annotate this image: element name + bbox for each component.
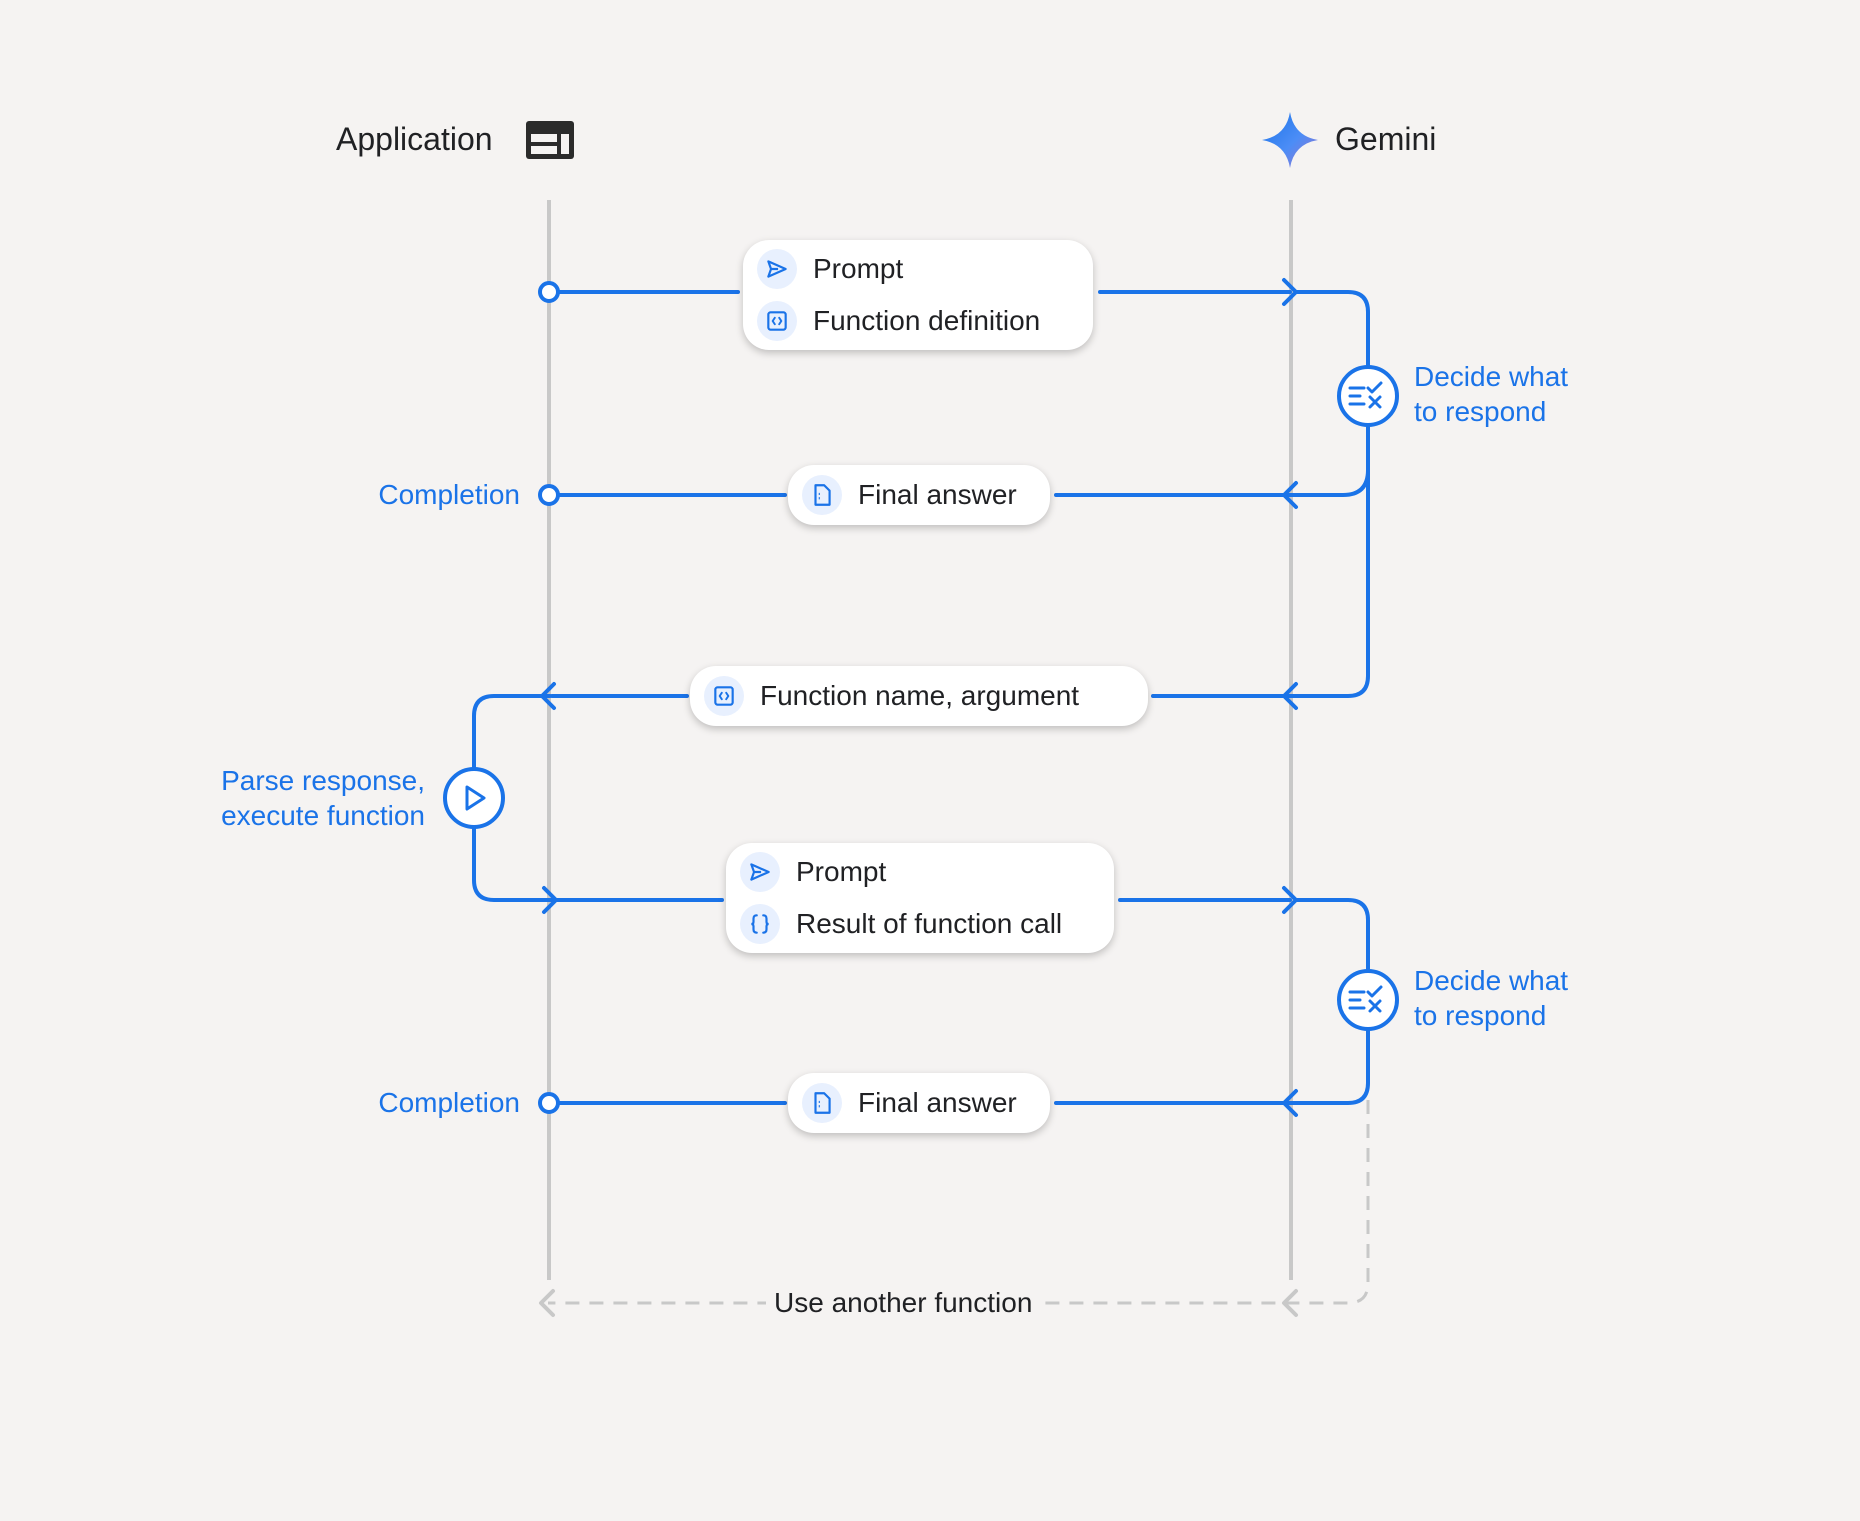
answer2-label: Final answer xyxy=(858,1087,1017,1118)
completion1-label: Completion xyxy=(378,479,520,510)
send-icon xyxy=(757,249,797,289)
answer1-message-box: Final answer xyxy=(788,465,1050,525)
answer2-message-box: Final answer xyxy=(788,1073,1050,1133)
function-call-message-box: Function name, argument xyxy=(690,666,1148,726)
application-title: Application xyxy=(336,121,493,157)
completion1-dot xyxy=(538,484,560,506)
use-another-function-label: Use another function xyxy=(766,1283,1041,1323)
completion2-dot xyxy=(538,1092,560,1114)
decide1-label: Decide what to respond xyxy=(1414,361,1569,427)
answer1-arrow xyxy=(1282,481,1298,509)
gemini-answer1-branch xyxy=(1286,468,1370,497)
braces-icon xyxy=(740,904,780,944)
answer1-label: Final answer xyxy=(858,479,1017,510)
request1-origin-dot xyxy=(538,281,560,303)
decision-checklist-icon xyxy=(1337,969,1399,1031)
request2-message-box: Prompt Result of function call xyxy=(726,843,1114,953)
request2-prompt-label: Prompt xyxy=(796,856,887,887)
request2-result-row: Result of function call xyxy=(740,898,1088,950)
request1-function-definition-row: Function definition xyxy=(757,295,1067,347)
code-icon xyxy=(757,301,797,341)
decide2-label: Decide what to respond xyxy=(1414,965,1569,1031)
answer2-arrow xyxy=(1282,1089,1298,1117)
document-icon xyxy=(802,475,842,515)
parse-response-label: Parse response, execute function xyxy=(221,765,425,831)
gemini-sparkle-icon xyxy=(1262,112,1318,168)
request1-message-box: Prompt Function definition xyxy=(743,240,1093,350)
request1-prompt-label: Prompt xyxy=(813,253,904,284)
function-call-arrow-gemini xyxy=(1282,682,1298,710)
play-icon xyxy=(443,767,505,829)
dashed-arrow-gemini xyxy=(1282,1289,1298,1317)
request2-result-label: Result of function call xyxy=(796,908,1063,939)
gemini-title: Gemini xyxy=(1335,121,1437,157)
decision-checklist-icon xyxy=(1337,365,1399,427)
request1-function-definition-label: Function definition xyxy=(813,305,1041,336)
send-icon xyxy=(740,852,780,892)
code-icon xyxy=(704,676,744,716)
request1-prompt-row: Prompt xyxy=(757,243,1067,295)
request2-prompt-row: Prompt xyxy=(740,846,1088,898)
dashed-loop-line xyxy=(548,1100,1370,1305)
completion2-label: Completion xyxy=(378,1087,520,1118)
function-call-label: Function name, argument xyxy=(760,680,1080,711)
web-layout-icon xyxy=(526,121,574,159)
gemini-decision-bracket-1 xyxy=(1286,290,1370,698)
document-icon xyxy=(802,1083,842,1123)
dashed-arrow-app xyxy=(539,1289,555,1317)
